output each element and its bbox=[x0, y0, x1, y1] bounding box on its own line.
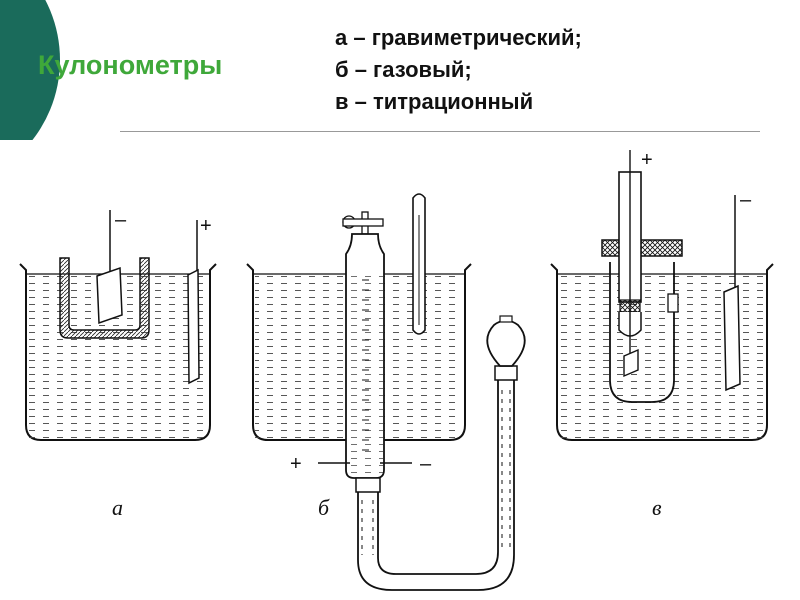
rubber-tube bbox=[377, 380, 499, 575]
beaker-a bbox=[19, 263, 217, 441]
anode-a bbox=[187, 268, 200, 385]
corner-decoration bbox=[0, 0, 60, 140]
porous-vessel-a bbox=[59, 257, 150, 339]
minus-sign-a: – bbox=[115, 209, 127, 231]
plus-sign-v: + bbox=[641, 149, 653, 171]
label-a: а bbox=[112, 495, 123, 520]
legend-item-v: в – титрационный bbox=[335, 89, 534, 114]
slide-title: Кулонометры bbox=[38, 50, 223, 80]
stopper bbox=[601, 239, 683, 257]
cathode-v bbox=[723, 284, 741, 392]
plus-sign-b: + bbox=[290, 453, 302, 475]
label-b: б bbox=[318, 495, 330, 520]
coulometer-b: + – б bbox=[246, 193, 526, 591]
legend-item-a: а – гравиметрический; bbox=[335, 25, 582, 50]
label-v: в bbox=[652, 495, 662, 520]
inner-vessel bbox=[609, 262, 675, 403]
minus-sign-v: – bbox=[740, 189, 752, 211]
beaker-v bbox=[550, 263, 774, 441]
anode-v bbox=[623, 348, 639, 378]
minus-sign-b: – bbox=[420, 453, 432, 475]
plus-sign-a: + bbox=[200, 215, 212, 237]
leveling-bulb bbox=[486, 319, 526, 367]
divider-line bbox=[120, 131, 760, 132]
coulometer-a: – + а bbox=[19, 209, 217, 520]
legend: а – гравиметрический; б – газовый; в – т… bbox=[335, 22, 582, 118]
burette-scale bbox=[362, 279, 369, 451]
cathode-a bbox=[96, 266, 123, 325]
coulometer-v: + – в bbox=[550, 149, 774, 520]
legend-item-b: б – газовый; bbox=[335, 57, 472, 82]
